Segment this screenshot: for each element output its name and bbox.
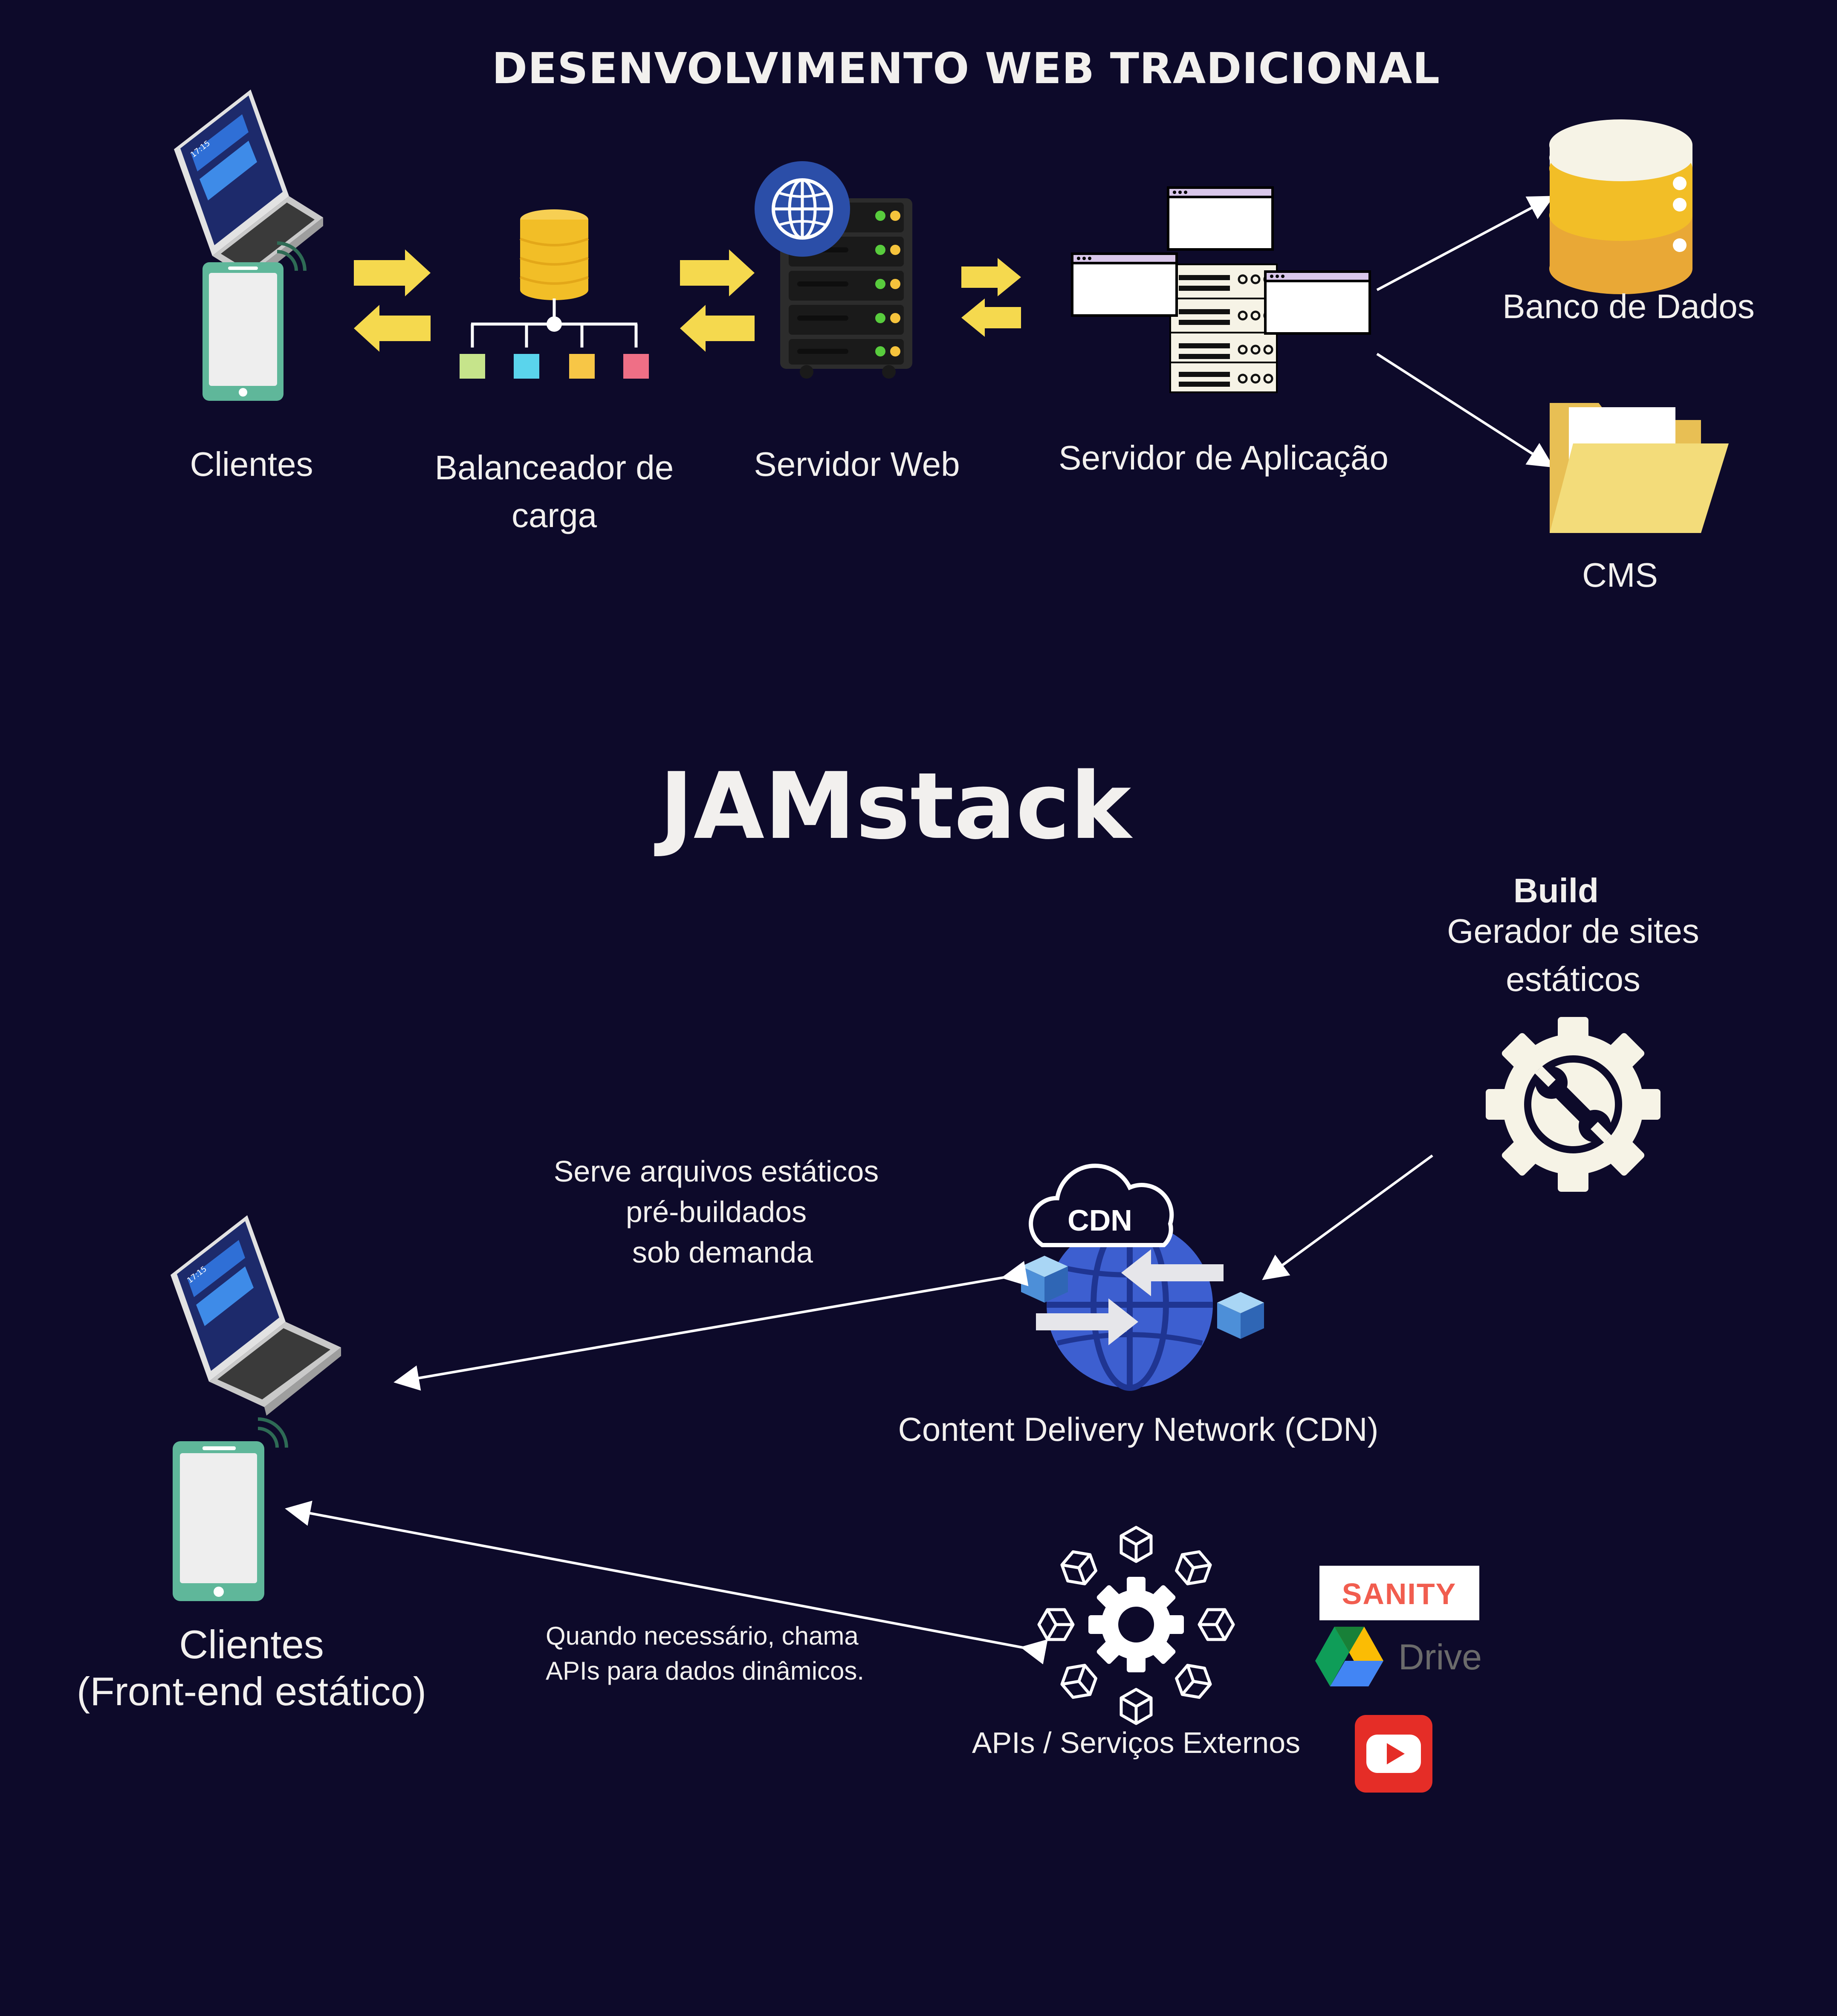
web-server-icon	[755, 161, 912, 379]
api-gear-icon	[1088, 1577, 1184, 1672]
bidirectional-arrow-icon	[961, 258, 1021, 337]
application-server-icon	[1071, 186, 1371, 393]
clients-label: Clientes	[190, 445, 313, 483]
sanity-logo-text: SANITY	[1342, 1577, 1457, 1610]
build-label-line2: estáticos	[1506, 960, 1640, 998]
build-label-line1: Gerador de sites	[1447, 912, 1699, 950]
sanity-logo: SANITY	[1319, 1566, 1479, 1620]
database-label: Banco de Dados	[1502, 287, 1755, 325]
jamstack-title: JAMstack	[659, 753, 1131, 860]
api-cube-icon	[1037, 1526, 1235, 1725]
database-icon	[1549, 119, 1692, 294]
google-drive-logo: Drive	[1315, 1627, 1482, 1686]
apis-note-line1: Quando necessário, chama	[546, 1622, 859, 1650]
serve-note-line2: pré-buildados	[625, 1195, 807, 1228]
arrow-apis-to-clients	[285, 1500, 1048, 1665]
bidirectional-arrow-icon	[680, 249, 755, 352]
cms-label: CMS	[1582, 556, 1658, 594]
web-server-label: Servidor Web	[754, 445, 960, 483]
apis-label: APIs / Serviços Externos	[972, 1726, 1301, 1759]
load-balancer-label-line1: Balanceador de	[434, 449, 674, 487]
app-server-label: Servidor de Aplicação	[1059, 439, 1389, 477]
apis-note-line2: APIs para dados dinâmicos.	[546, 1657, 865, 1685]
arrow-to-database	[1376, 196, 1554, 291]
traditional-title: DESENVOLVIMENTO WEB TRADICIONAL	[492, 43, 1440, 93]
arrow-to-cms	[1376, 353, 1554, 468]
gear-wrench-icon	[1486, 1017, 1661, 1192]
phone-icon	[173, 1417, 288, 1601]
cdn-label: Content Delivery Network (CDN)	[898, 1411, 1379, 1448]
load-balancer-label-line2: carga	[511, 496, 597, 534]
jam-clients-label-line1: Clientes	[179, 1622, 324, 1667]
build-title: Build	[1513, 872, 1599, 910]
cdn-badge: CDN	[1067, 1204, 1132, 1237]
arrow-build-to-cdn	[1262, 1154, 1433, 1280]
youtube-logo	[1355, 1715, 1432, 1793]
cdn-globe-icon	[1021, 1164, 1264, 1391]
serve-note-line3: sob demanda	[632, 1236, 813, 1269]
jam-clients-label-line2: (Front-end estático)	[76, 1669, 427, 1714]
folder-icon	[1550, 403, 1729, 533]
load-balancer-icon	[460, 209, 649, 379]
arrow-cdn-to-clients	[393, 1261, 1029, 1391]
bidirectional-arrow-icon	[354, 249, 431, 352]
serve-note-line1: Serve arquivos estáticos	[553, 1155, 879, 1188]
laptop-icon: 17:15	[171, 1215, 341, 1416]
phone-icon	[203, 241, 307, 401]
drive-logo-text: Drive	[1398, 1637, 1482, 1677]
